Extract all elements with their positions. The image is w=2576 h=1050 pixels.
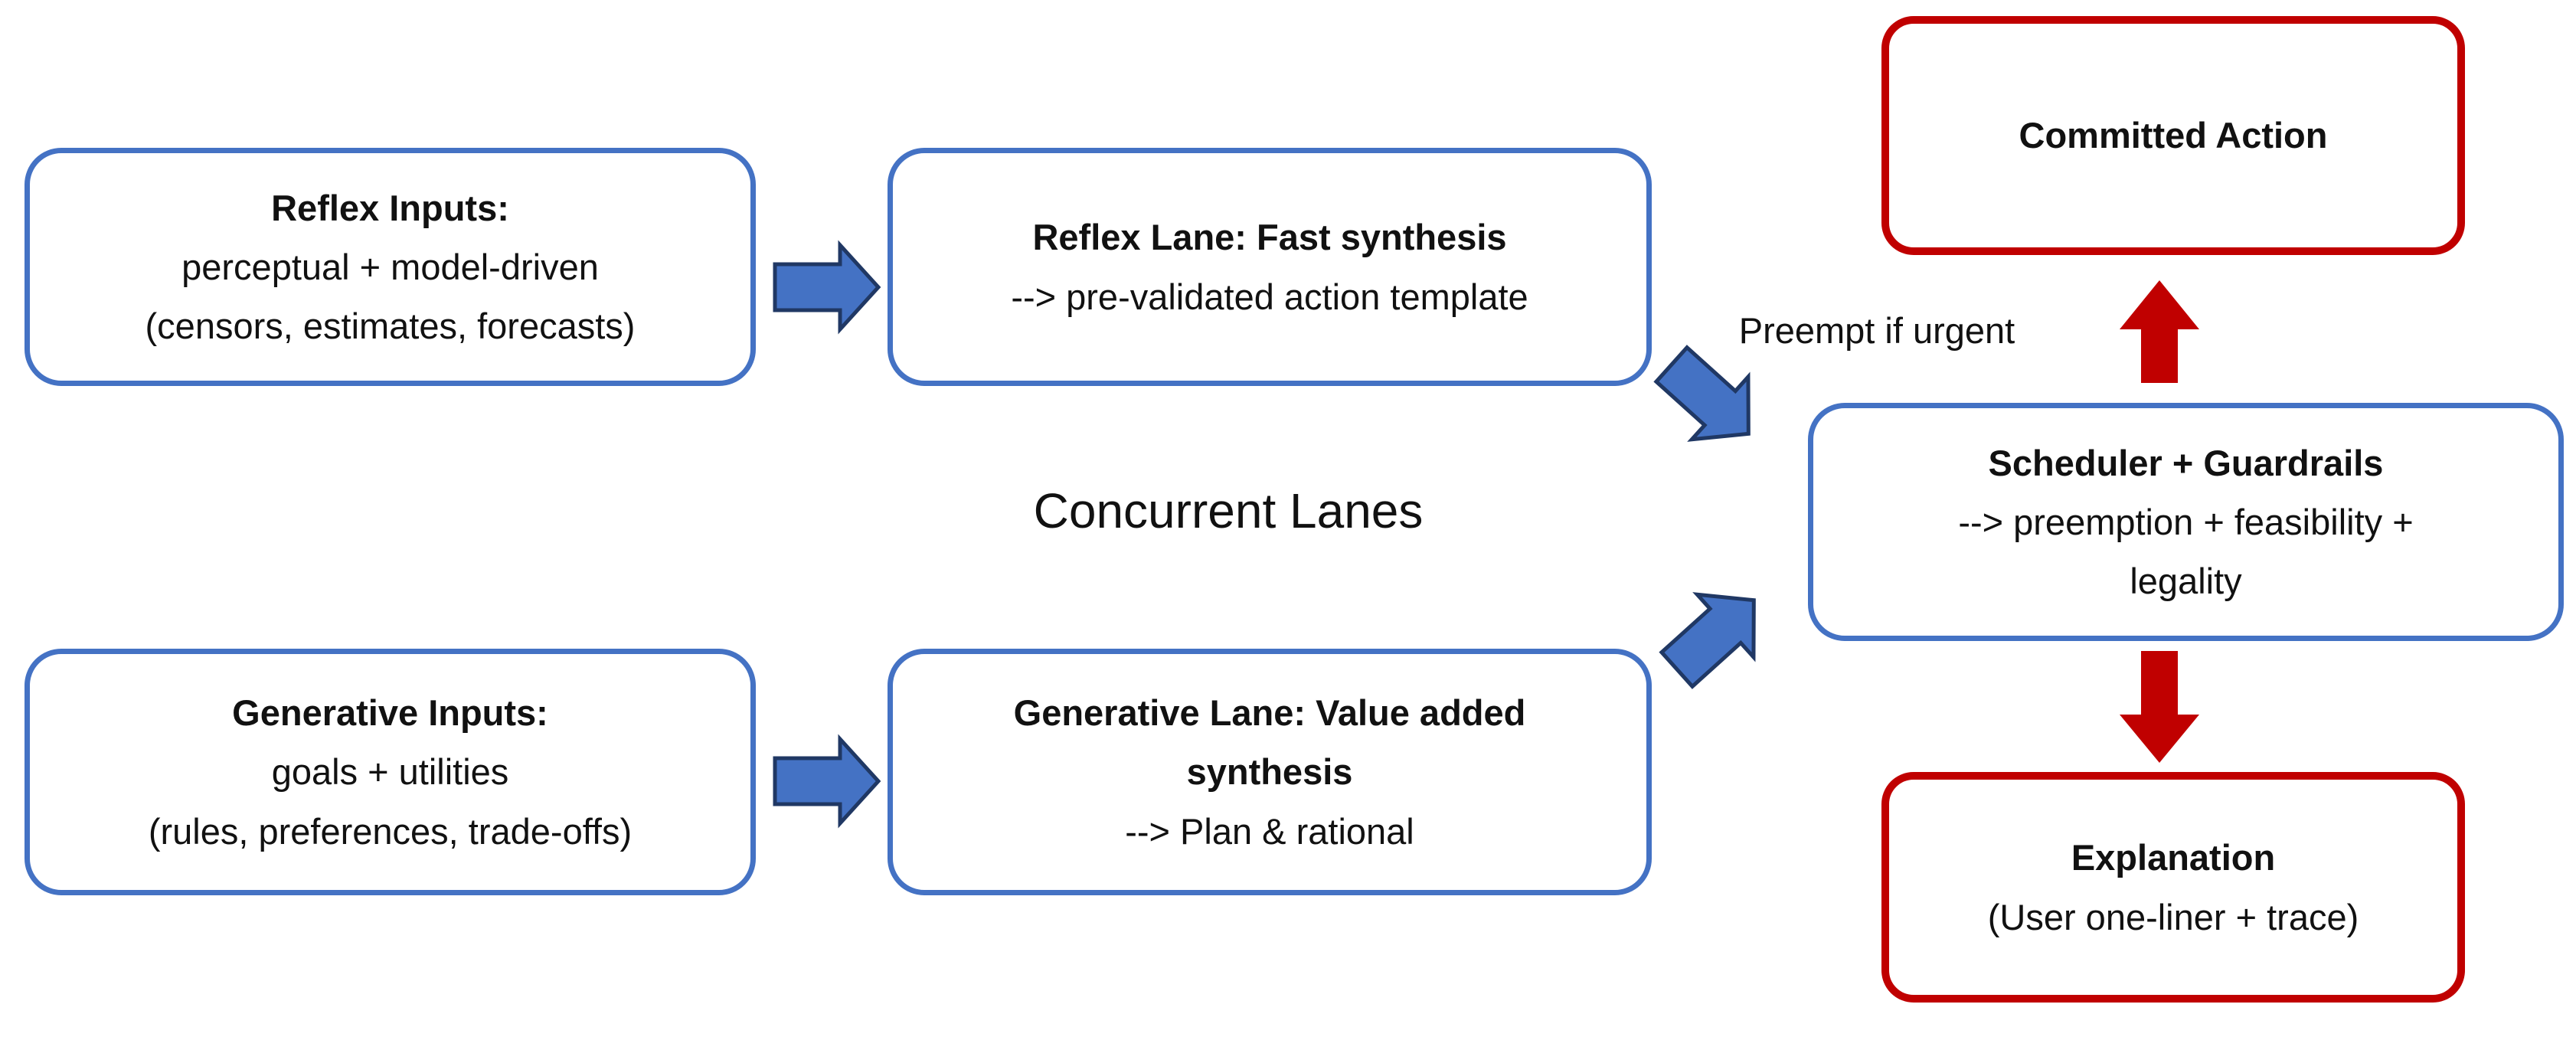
arrow-reflex-inputs-to-reflex-lane bbox=[773, 240, 881, 335]
arrow-reflex-lane-to-scheduler bbox=[1653, 345, 1751, 442]
generative-lane-title: synthesis bbox=[1186, 751, 1353, 793]
generative-lane-line: --> Plan & rational bbox=[1125, 810, 1414, 852]
reflex-lane-title: Reflex Lane: Fast synthesis bbox=[1032, 217, 1507, 258]
reflex-inputs-title: Reflex Inputs: bbox=[271, 187, 509, 228]
scheduler-guardrails-title: Scheduler + Guardrails bbox=[1988, 442, 2384, 483]
committed-action-box: Committed Action bbox=[1881, 16, 2465, 255]
reflex-inputs-line: (censors, estimates, forecasts) bbox=[145, 306, 636, 347]
arrow-scheduler-to-explanation bbox=[2120, 651, 2199, 763]
arrow-scheduler-to-committed-action bbox=[2120, 280, 2199, 383]
reflex-lane-box: Reflex Lane: Fast synthesis --> pre-vali… bbox=[888, 148, 1652, 386]
arrow-generative-lane-to-scheduler bbox=[1659, 592, 1756, 689]
reflex-lane-line: --> pre-validated action template bbox=[1011, 276, 1528, 317]
concurrent-lanes-label: Concurrent Lanes bbox=[1033, 483, 1424, 538]
scheduler-guardrails-line: legality bbox=[2130, 561, 2242, 602]
scheduler-guardrails-box: Scheduler + Guardrails --> preemption + … bbox=[1808, 403, 2564, 641]
generative-inputs-line: (rules, preferences, trade-offs) bbox=[148, 810, 633, 852]
reflex-inputs-line: perceptual + model-driven bbox=[181, 246, 599, 287]
scheduler-guardrails-line: --> preemption + feasibility + bbox=[1958, 501, 2414, 542]
explanation-box: Explanation (User one-liner + trace) bbox=[1881, 772, 2465, 1003]
generative-lane-title: Generative Lane: Value added bbox=[1013, 692, 1526, 734]
generative-inputs-line: goals + utilities bbox=[271, 751, 509, 793]
preempt-if-urgent-label: Preempt if urgent bbox=[1738, 310, 2015, 351]
generative-inputs-title: Generative Inputs: bbox=[232, 692, 548, 734]
reflex-inputs-box: Reflex Inputs: perceptual + model-driven… bbox=[25, 148, 756, 386]
explanation-title: Explanation bbox=[2071, 837, 2276, 878]
explanation-line: (User one-liner + trace) bbox=[1987, 896, 2359, 937]
generative-inputs-box: Generative Inputs: goals + utilities (ru… bbox=[25, 649, 756, 895]
committed-action-title: Committed Action bbox=[2019, 115, 2328, 156]
generative-lane-box: Generative Lane: Value added synthesis -… bbox=[888, 649, 1652, 895]
arrow-generative-inputs-to-generative-lane bbox=[773, 734, 881, 829]
